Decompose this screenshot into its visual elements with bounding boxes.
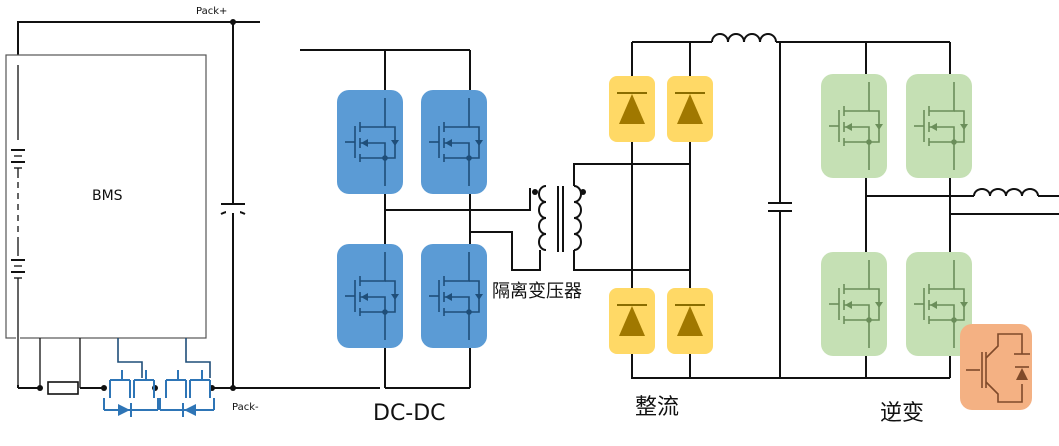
battery-pack-section: BMS [5, 6, 380, 417]
protection-mosfets [103, 338, 215, 417]
rectifier-label: 整流 [635, 395, 679, 420]
pack-minus-label: Pack- [232, 402, 259, 413]
inverter-mosfet-1 [821, 74, 887, 178]
rectifier-diode-2 [667, 76, 713, 142]
dcdc-mosfet-4 [421, 244, 487, 348]
transformer-label: 隔离变压器 [492, 281, 582, 302]
dcdc-mosfet-2 [421, 90, 487, 194]
rectifier-section: 整流 [609, 33, 950, 420]
inverter-section: 逆变 [780, 42, 1059, 426]
isolation-transformer: 隔离变压器 [492, 163, 690, 302]
bms-label: BMS [92, 188, 123, 204]
battery-cells [11, 65, 25, 388]
dcdc-mosfet-1 [337, 90, 403, 194]
inverter-mosfet-4 [906, 252, 972, 356]
output-inductor [973, 188, 1039, 197]
dcdc-section: DC-DC [300, 49, 541, 426]
inverter-mosfet-2 [906, 74, 972, 178]
rectifier-diode-3 [609, 288, 655, 354]
pack-plus-label: Pack+ [196, 6, 227, 17]
bms-box [5, 54, 207, 339]
inverter-mosfet-3 [821, 252, 887, 356]
dc-link-inductor [711, 33, 777, 43]
secondary-winding [573, 185, 582, 251]
rectifier-diode-1 [609, 76, 655, 142]
shunt-resistor [47, 381, 79, 395]
dcdc-mosfet-3 [337, 244, 403, 348]
igbt-box [960, 324, 1032, 410]
rectifier-diode-4 [667, 288, 713, 354]
primary-winding [538, 185, 547, 251]
inverter-label: 逆变 [880, 401, 924, 426]
dcdc-label: DC-DC [373, 401, 446, 426]
igbt-module [960, 324, 1032, 410]
